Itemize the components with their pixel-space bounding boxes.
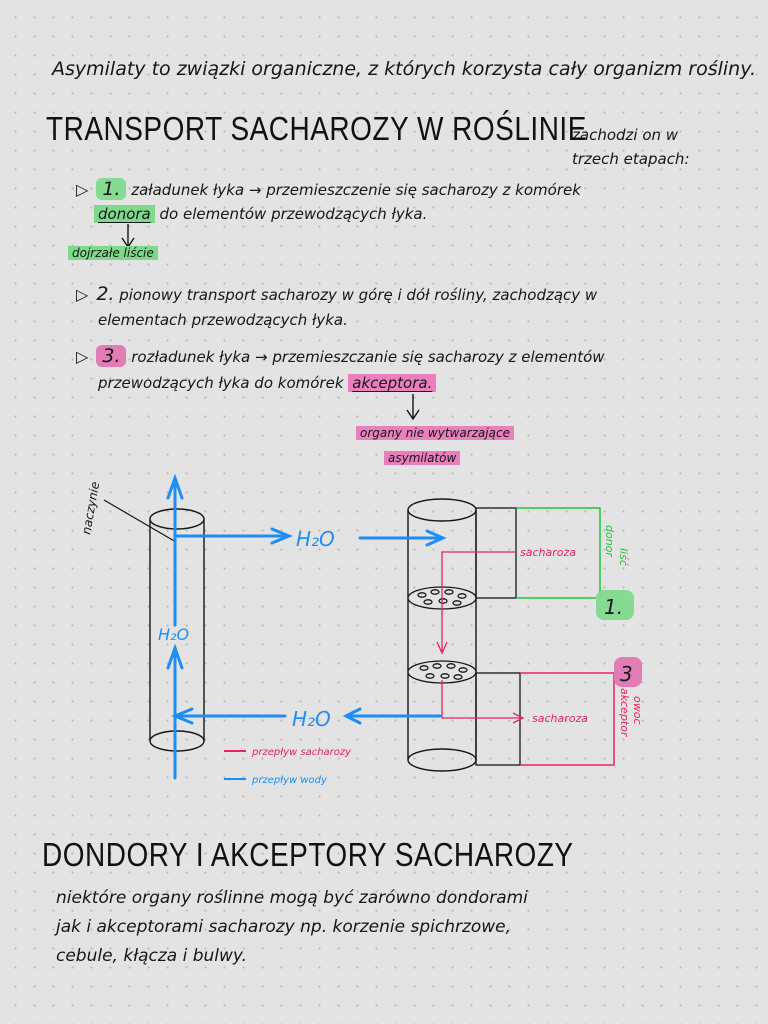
section2-line2: jak i akceptorami sacharozy np. korzenie… xyxy=(56,917,511,937)
legend-water-label: przepływ wody xyxy=(251,775,328,786)
naczynie-pointer xyxy=(104,500,176,542)
donor-label-line1: donor xyxy=(603,525,616,558)
acceptor-label-line2: owoc xyxy=(631,696,644,725)
water-flow-path xyxy=(168,478,443,778)
h2o-label-top: H₂O xyxy=(296,527,335,551)
donor-number: 1. xyxy=(604,595,623,619)
sucrose-label-bottom: sacharoza xyxy=(532,712,588,725)
sucrose-label-top: sacharoza xyxy=(520,546,576,559)
donor-label-line2: liść xyxy=(617,548,630,567)
sieve-plate-bottom xyxy=(408,661,476,683)
h2o-label-left: H₂O xyxy=(158,625,189,644)
diagram-legend: przepływ sacharozy przepływ wody xyxy=(224,747,352,786)
legend-sucrose-label: przepływ sacharozy xyxy=(251,747,352,758)
acceptor-number: 3 xyxy=(620,662,633,686)
companion-cell-top xyxy=(476,508,516,598)
section2-line1: niektóre organy roślinne mogą być zarówn… xyxy=(56,888,528,908)
section2-line3: cebule, kłącza i bulwy. xyxy=(56,946,247,966)
companion-cell-bottom xyxy=(476,673,520,765)
naczynie-label: naczynie xyxy=(79,481,102,536)
h2o-label-bottom: H₂O xyxy=(292,707,331,731)
section-title-donors-acceptors: DONDORY I AKCEPTORY SACHAROZY xyxy=(42,836,574,874)
acceptor-label-line1: akceptor xyxy=(618,688,631,738)
sucrose-flow-path xyxy=(437,552,523,723)
